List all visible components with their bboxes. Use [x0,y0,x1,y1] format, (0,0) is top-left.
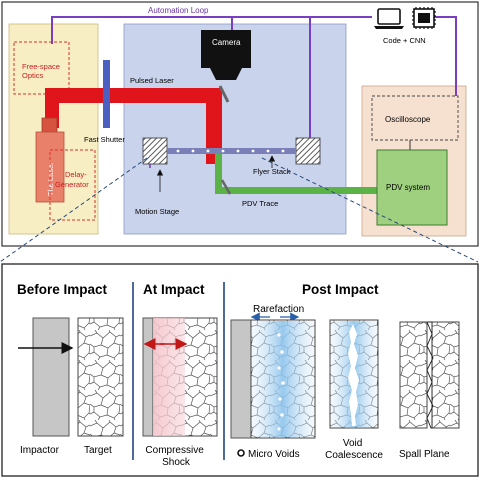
pulsed-laser-beam [54,88,222,103]
impact-stages-panel: Before Impact At Impact Post Impact Impa… [1,263,479,477]
spall-right-piece [431,321,460,429]
compressive-shock-zone [153,318,185,436]
laptop-icon [374,8,404,29]
impactor-block [32,317,70,437]
free-space-optics-label: Free-space Optics [22,62,62,80]
micro-voids-label: Micro Voids [248,449,300,460]
mirror [218,85,230,103]
void-coalescence-label: Void Coalescence [325,438,383,461]
fast-shutter-label: Fast Shutter [84,135,125,144]
oscilloscope-box [371,95,459,141]
micro-voids-legend-icon [237,449,245,457]
pdv-beam-horizontal [215,187,381,194]
impactor-label: Impactor [20,445,60,456]
camera-label: Camera [212,38,241,47]
pulsed-laser-label: Pulsed Laser [130,76,174,85]
target-label: Target [84,445,112,456]
flyer-stack-label: Flyer Stack [253,167,291,176]
hatched-block-left [142,137,168,165]
fast-shutter [103,60,110,128]
pdv-system-box [376,149,448,226]
compressive-shock-label: Compressive Shock [145,445,206,468]
setup-diagram: Code + CNN Automation Loop Free-space Op… [1,1,479,247]
flyer-stack-dots [176,149,285,153]
motion-stage-label: Motion Stage [135,207,179,216]
spall-plane-label: Spall Plane [399,449,450,460]
pdv-mirror [220,179,232,195]
pulsed-laser-beam-down [206,88,222,164]
zoom-line-left [0,157,148,263]
at-impact-impactor [142,317,154,437]
delay-generator-label: Delay- Generator [55,170,89,189]
hatched-block-right [295,137,321,165]
spall-left-piece [399,321,428,429]
free-space-optics-box [13,41,70,95]
rarefaction-label: Rarefaction [253,304,304,315]
oscilloscope-label: Oscilloscope [385,115,431,124]
pdv-beam-vertical [215,154,222,194]
laser-head [41,117,58,133]
spall-fracture [426,321,434,429]
automation-loop-label: Automation Loop [148,6,209,15]
code-cnn-label: Code + CNN [383,36,426,45]
automation-loop-line [51,16,372,44]
pdv-trace-label: PDV Trace [242,199,278,208]
delay-generator-box [49,149,96,221]
micro-voids [277,333,285,431]
chip-icon [412,7,436,29]
flyer-plate [167,148,296,154]
pdv-system-label: PDV system [386,183,430,192]
camera-icon [201,30,251,80]
heading-post-impact: Post Impact [302,282,379,297]
heading-at-impact: At Impact [143,282,205,297]
target-block [77,317,124,437]
coalesced-void [348,324,359,426]
heading-before-impact: Before Impact [17,282,108,297]
zoom-line-right [261,157,479,263]
post-impactor [230,319,252,439]
micro-voids-band [252,321,314,437]
